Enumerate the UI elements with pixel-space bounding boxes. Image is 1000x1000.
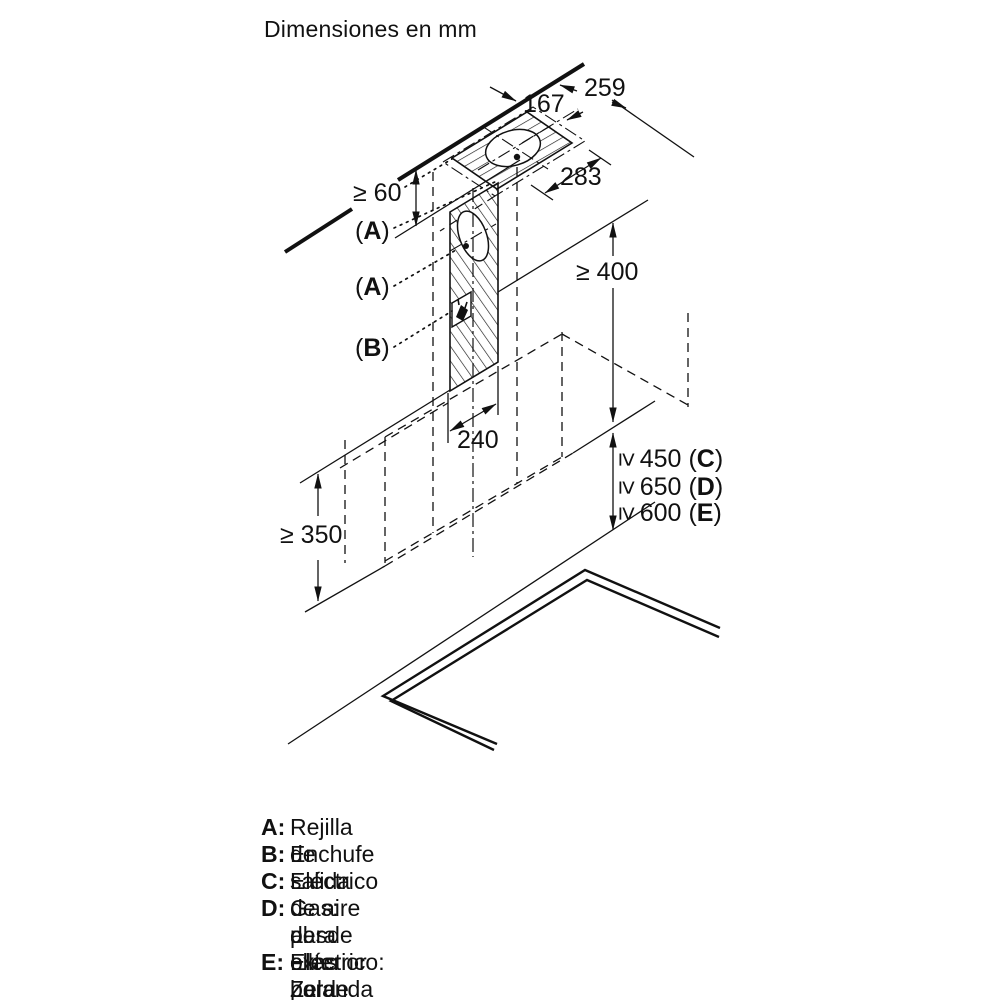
dim-min400-label: ≥ 400 [576,258,639,286]
legend-key-e: E: [261,949,284,975]
dimension-lines [314,84,627,602]
ceiling-line [283,62,586,254]
callout-a2: (A) [355,273,390,301]
wall-outlet-center-dot [463,243,469,249]
legend-key-b: B: [261,841,286,867]
dim-259-label: 259 [584,74,626,102]
ceiling-duct-center-dot [513,153,521,161]
callout-b: (B) [355,334,390,362]
dim-283-label: 283 [560,163,602,191]
clearance-gas-d: ≥650(D) [613,473,724,501]
legend-text-a: Rejilla de salida de aire al exterior [290,814,367,975]
legend-text-c: Eléctrico [290,868,379,894]
dim-167-label: 167 [523,90,565,118]
hood-dashed-outline [339,167,689,567]
callout-a1: (A) [355,217,390,245]
legend-text-d: Gas: desde el borde superior del soporte [290,895,353,1000]
wall-panel [449,181,499,393]
legend-text-e2: Zelanda [290,976,374,1000]
clearance-electric-e: ≥600(E) [613,499,722,527]
socket-symbol [451,290,472,329]
legend-text-b: Enchufe [290,841,375,867]
dim-min350-label: ≥ 350 [280,521,343,549]
legend-key-a: A: [261,814,286,840]
dim-min60-label: ≥ 60 [353,179,402,207]
legend-key-d: D: [261,895,286,921]
legend-key-c: C: [261,868,286,894]
clearance-electric-c: ≥450(C) [613,445,724,473]
cooktop-outline [380,568,721,752]
page-title: Dimensiones en mm [264,16,478,42]
legend-text-e: Eléctrico: para Australia y Nueva [290,949,385,1000]
dim-240-label: 240 [457,426,499,454]
legend-text-d2: para ollas [290,922,338,975]
